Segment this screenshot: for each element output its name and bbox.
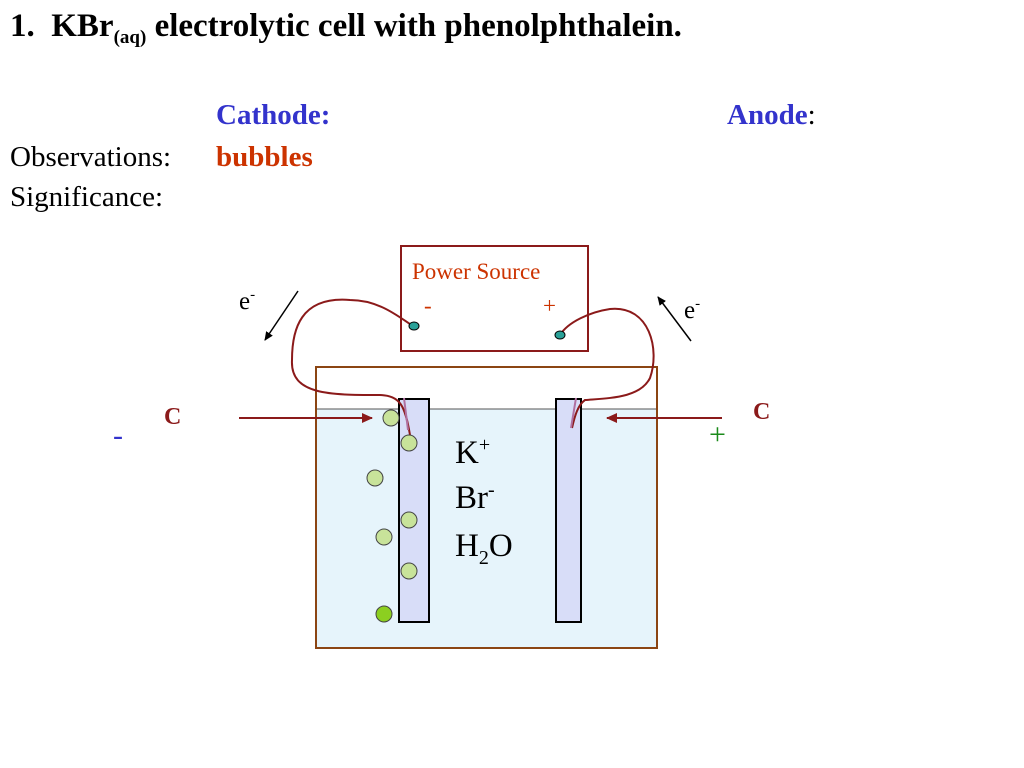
bubble <box>400 511 418 529</box>
anode-wire <box>559 307 655 429</box>
anode-header: Anode: <box>727 99 816 132</box>
anode-header-colon: : <box>807 99 816 131</box>
water-h: H <box>455 528 479 564</box>
bromide-symbol: Br <box>455 480 488 516</box>
bubble <box>400 562 418 580</box>
water-label: H2O <box>455 528 513 569</box>
page-title: 1. KBr(aq) electrolytic cell with phenol… <box>10 8 682 49</box>
electron-symbol-right: e <box>684 297 695 324</box>
electron-charge-left: - <box>250 287 255 303</box>
potassium-ion-label: K+ <box>455 434 490 471</box>
electron-label-right: e- <box>684 296 700 324</box>
bubble <box>400 434 418 452</box>
electron-symbol-left: e <box>239 288 250 315</box>
title-rest: electrolytic cell with phenolphthalein. <box>154 8 682 44</box>
title-subscript: (aq) <box>113 27 147 48</box>
solution <box>317 409 656 647</box>
significance-label: Significance: <box>10 181 164 213</box>
bubble <box>375 605 393 623</box>
anode-header-word: Anode <box>727 99 808 131</box>
cathode-wire-contact <box>403 397 409 431</box>
bubble <box>366 469 384 487</box>
cathode-wire <box>290 298 414 436</box>
electron-flow-arrow-left <box>264 290 299 341</box>
power-source-negative: - <box>424 293 432 318</box>
water-o: O <box>489 528 513 564</box>
bubble <box>375 528 393 546</box>
electron-label-left: e- <box>239 287 255 315</box>
bromide-ion-label: Br- <box>455 479 495 516</box>
title-formula: KBr <box>51 8 114 44</box>
anode-sign: + <box>709 418 726 451</box>
power-source-label: Power Source <box>412 259 540 284</box>
anode-wire-contact <box>570 397 577 429</box>
anode-material-label: C <box>753 399 770 425</box>
electron-charge-right: - <box>695 296 700 312</box>
water-subscript: 2 <box>479 547 489 569</box>
positive-terminal <box>554 330 566 340</box>
negative-terminal <box>408 321 420 331</box>
bubble <box>382 409 400 427</box>
title-number: 1. <box>10 8 35 44</box>
potassium-charge: + <box>479 434 490 456</box>
bromide-charge: - <box>488 479 495 501</box>
electron-flow-arrow-right <box>657 296 692 342</box>
power-source-positive: + <box>543 293 556 318</box>
observations-label: Observations: <box>10 141 172 173</box>
cathode-sign: - <box>113 419 123 452</box>
cathode-header: Cathode: <box>216 99 331 131</box>
anode-electrode <box>555 398 582 623</box>
observations-cathode-value: bubbles <box>216 141 313 173</box>
cathode-electrode <box>398 398 430 623</box>
cathode-material-label: C <box>164 404 181 430</box>
potassium-symbol: K <box>455 435 479 471</box>
